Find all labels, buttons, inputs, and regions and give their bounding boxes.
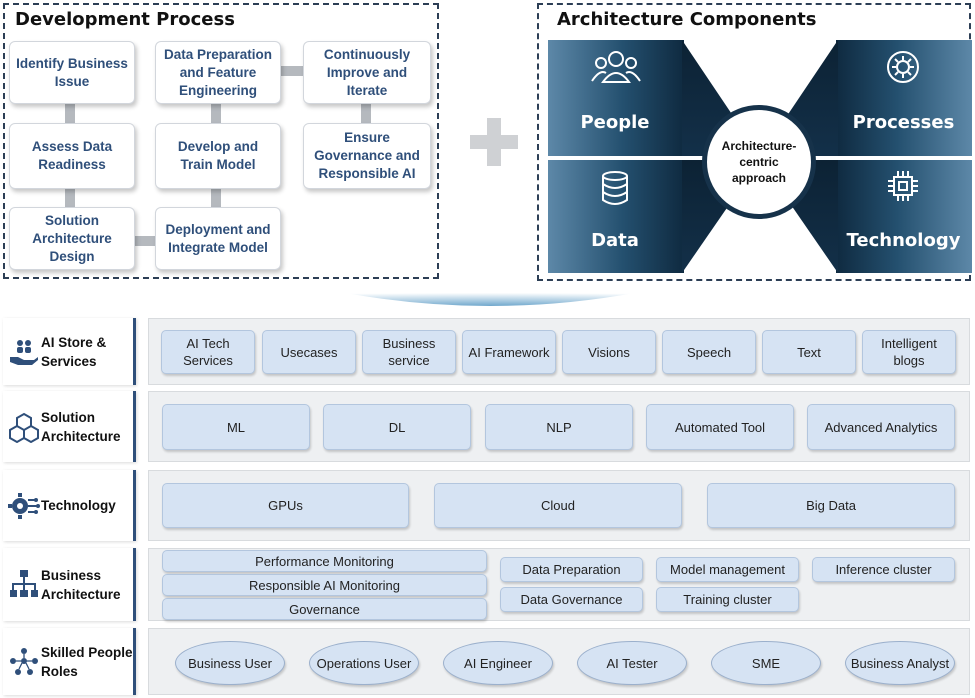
- solution-architecture-item: DL: [323, 404, 471, 450]
- layer-body-skilled-people: [148, 628, 970, 695]
- hand-people-icon: [10, 340, 38, 365]
- chip-icon: [888, 171, 918, 201]
- cubes-icon: [9, 412, 39, 443]
- people-role-item: Operations User: [309, 641, 419, 685]
- development-process-title: Development Process: [15, 9, 235, 30]
- layer-header-skilled-people: Skilled People Roles: [3, 628, 136, 695]
- business-architecture-item: Data Governance: [500, 587, 643, 612]
- solution-architecture-item: Automated Tool: [646, 404, 794, 450]
- ai-store-item: AI Tech Services: [161, 330, 255, 374]
- people-icon: [591, 51, 641, 83]
- connector: [65, 188, 75, 208]
- layer-header-solution-architecture: Solution Architecture: [3, 391, 136, 462]
- layer-title-ai-store: AI Store & Services: [41, 335, 107, 369]
- layer-header-technology: Technology: [3, 470, 136, 541]
- quadrant-label-data: Data: [591, 230, 639, 251]
- layer-title-solution-architecture: Solution Architecture: [41, 410, 121, 444]
- connector: [134, 236, 156, 246]
- people-role-item: AI Engineer: [443, 641, 553, 685]
- ai-store-item: Intelligent blogs: [862, 330, 956, 374]
- people-role-item: SME: [711, 641, 821, 685]
- connector: [281, 66, 305, 76]
- step-develop-train-model: Develop and Train Model: [155, 123, 281, 189]
- layer-title-skilled-people: Skilled People Roles: [41, 645, 133, 679]
- layer-title-business-architecture: Business Architecture: [41, 568, 121, 602]
- step-ensure-governance: Ensure Governance and Responsible AI: [303, 123, 431, 189]
- plus-icon-bar: [470, 135, 518, 149]
- data-quadrant: [548, 160, 684, 273]
- technology-item: Cloud: [434, 483, 682, 528]
- technology-item: GPUs: [162, 483, 409, 528]
- database-icon: [602, 171, 628, 205]
- step-data-preparation: Data Preparation and Feature Engineering: [155, 41, 281, 104]
- ai-store-item: Usecases: [262, 330, 356, 374]
- business-architecture-stacked-item: Responsible AI Monitoring: [162, 574, 487, 596]
- business-architecture-item: Inference cluster: [812, 557, 955, 582]
- org-chart-icon: [10, 570, 38, 597]
- step-deployment-integrate: Deployment and Integrate Model: [155, 207, 281, 270]
- quadrant-label-technology: Technology: [846, 230, 961, 251]
- funnel-arc: [160, 284, 820, 306]
- layer-title-technology: Technology: [41, 498, 116, 513]
- connector: [65, 103, 75, 123]
- business-architecture-item: Data Preparation: [500, 557, 643, 582]
- business-architecture-stacked-item: Governance: [162, 598, 487, 620]
- step-continuously-improve: Continuously Improve and Iterate: [303, 41, 431, 104]
- ai-store-item: Speech: [662, 330, 756, 374]
- people-quadrant: [548, 40, 684, 156]
- architecture-components-title: Architecture Components: [557, 9, 817, 30]
- business-architecture-item: Model management: [656, 557, 799, 582]
- connector: [211, 103, 221, 123]
- connector: [211, 188, 221, 208]
- ai-store-item: Business service: [362, 330, 456, 374]
- people-role-item: Business Analyst: [845, 641, 955, 685]
- layer-header-business-architecture: Business Architecture: [3, 548, 136, 621]
- business-architecture-stacked-item: Performance Monitoring: [162, 550, 487, 572]
- people-role-item: Business User: [175, 641, 285, 685]
- quadrant-label-processes: Processes: [852, 112, 955, 133]
- business-architecture-item: Training cluster: [656, 587, 799, 612]
- ai-store-item: Visions: [562, 330, 656, 374]
- technology-quadrant: [836, 160, 972, 273]
- solution-architecture-item: ML: [162, 404, 310, 450]
- step-assess-data-readiness: Assess Data Readiness: [9, 123, 135, 189]
- solution-architecture-item: NLP: [485, 404, 633, 450]
- gear-circuit-icon: [8, 493, 40, 519]
- step-solution-architecture-design: Solution Architecture Design: [9, 207, 135, 270]
- solution-architecture-item: Advanced Analytics: [807, 404, 955, 450]
- technology-item: Big Data: [707, 483, 955, 528]
- layer-header-ai-store: AI Store & Services: [3, 318, 136, 385]
- people-role-item: AI Tester: [577, 641, 687, 685]
- connector: [361, 103, 371, 123]
- ai-store-item: AI Framework: [462, 330, 556, 374]
- ai-store-item: Text: [762, 330, 856, 374]
- gear-cycle-icon: [887, 51, 919, 83]
- people-network-icon: [10, 648, 38, 675]
- quadrant-label-people: People: [580, 112, 650, 133]
- step-identify-business-issue: Identify Business Issue: [9, 41, 135, 104]
- architecture-centric-circle: Architecture-centric approach: [702, 105, 816, 219]
